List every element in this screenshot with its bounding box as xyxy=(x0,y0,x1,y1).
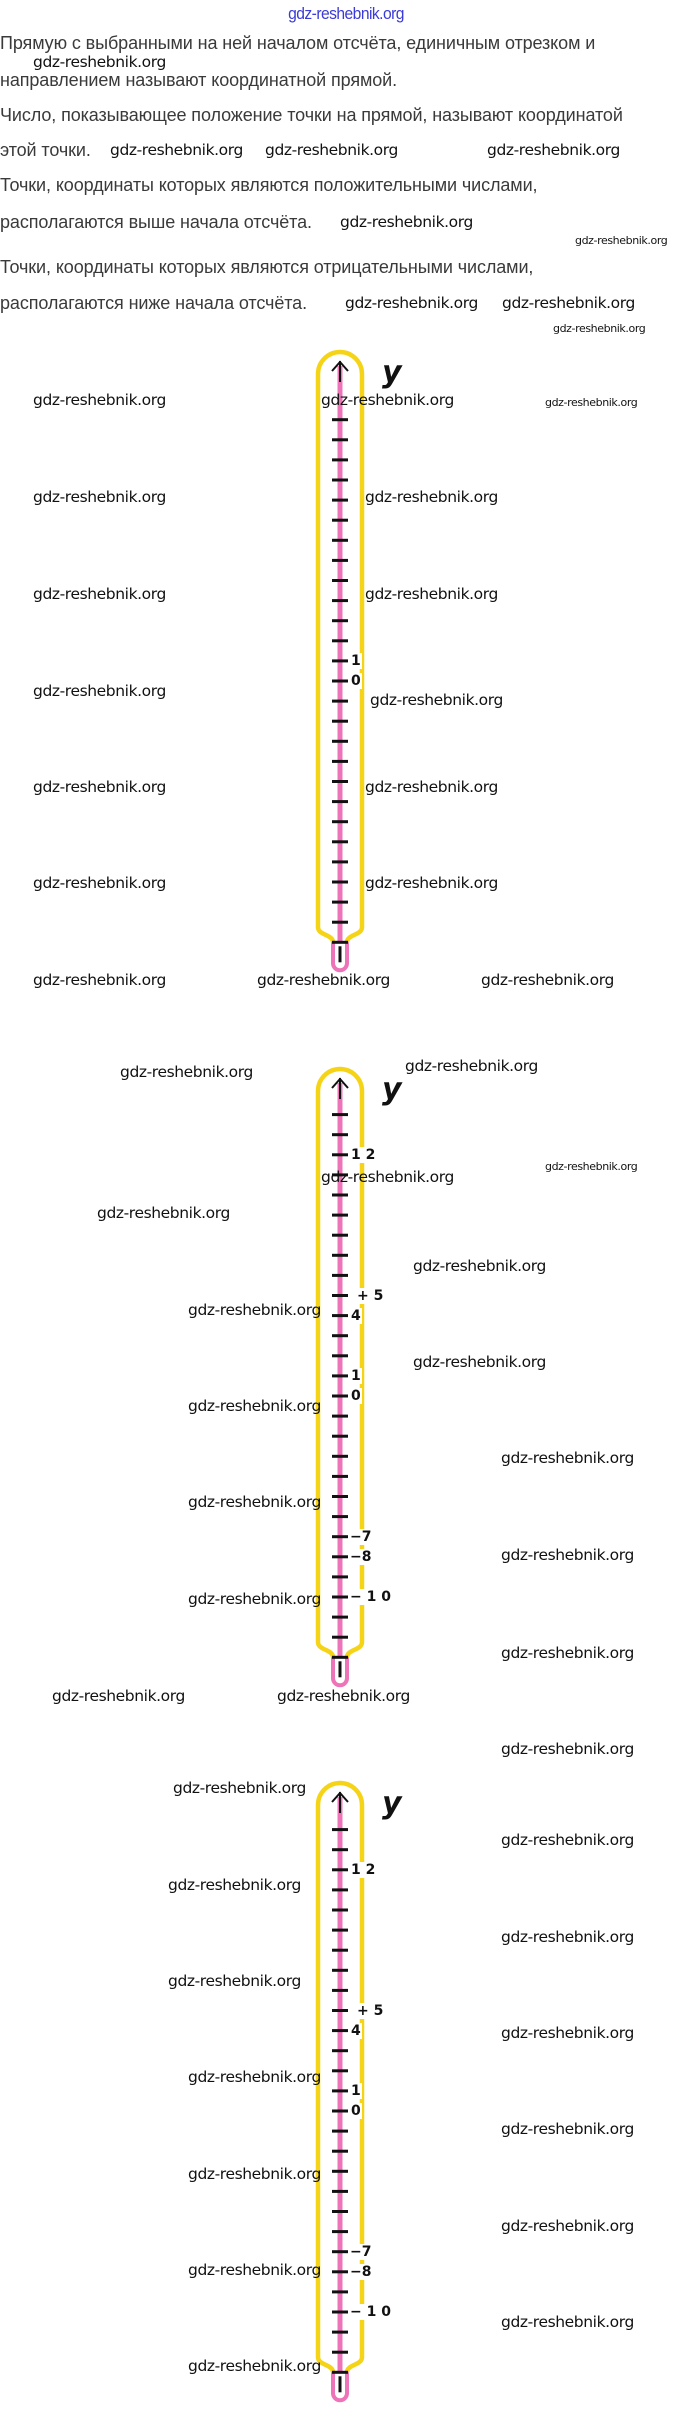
text-line: этой точки. xyxy=(0,140,91,160)
watermark-text: gdz-reshebnik.org xyxy=(487,141,620,159)
watermark-text: gdz-reshebnik.org xyxy=(120,1063,253,1081)
watermark-text: gdz-reshebnik.org xyxy=(365,585,498,603)
tick-label: 1 xyxy=(350,652,362,669)
tick-label: −7 xyxy=(349,1528,373,1545)
watermark-text: gdz-reshebnik.org xyxy=(33,874,166,892)
watermark-text: gdz-reshebnik.org xyxy=(501,1546,634,1564)
watermark-text: gdz-reshebnik.org xyxy=(188,1590,321,1608)
watermark-text: gdz-reshebnik.org xyxy=(168,1972,301,1990)
watermark-text: gdz-reshebnik.org xyxy=(501,1740,634,1758)
tick-label: 0 xyxy=(350,2103,362,2119)
watermark-text: gdz-reshebnik.org xyxy=(97,1204,230,1222)
watermark-text: gdz-reshebnik.org xyxy=(52,1687,185,1705)
watermark-text: gdz-reshebnik.org xyxy=(33,53,166,71)
watermark-text: gdz-reshebnik.org xyxy=(340,213,473,231)
watermark-text: gdz-reshebnik.org xyxy=(188,2165,321,2183)
tick-label: 1 2 xyxy=(350,1146,377,1163)
watermark-text: gdz-reshebnik.org xyxy=(265,141,398,159)
watermark-text: gdz-reshebnik.org xyxy=(188,2068,321,2086)
header-watermark: gdz-reshebnik.org xyxy=(288,4,404,23)
text-line: Прямую с выбранными на ней началом отсчё… xyxy=(0,33,596,53)
watermark-text: gdz-reshebnik.org xyxy=(405,1057,538,1075)
watermark-text: gdz-reshebnik.org xyxy=(168,1876,301,1894)
watermark-text: gdz-reshebnik.org xyxy=(501,2120,634,2138)
watermark-text: gdz-reshebnik.org xyxy=(321,391,454,409)
watermark-text: gdz-reshebnik.org xyxy=(33,682,166,700)
watermark-text: gdz-reshebnik.org xyxy=(545,1160,638,1173)
tick-label: 1 xyxy=(350,1367,362,1384)
tick-label: −8 xyxy=(349,2263,373,2280)
text-line: располагаются ниже начала отсчёта. xyxy=(0,293,307,313)
watermark-text: gdz-reshebnik.org xyxy=(502,294,635,312)
watermark-text: gdz-reshebnik.org xyxy=(33,585,166,603)
watermark-text: gdz-reshebnik.org xyxy=(33,488,166,506)
tick-label: 4 xyxy=(350,2022,362,2039)
tick-label: + 5 xyxy=(356,1287,385,1304)
watermark-text: gdz-reshebnik.org xyxy=(501,1928,634,1946)
watermark-text: gdz-reshebnik.org xyxy=(188,1301,321,1319)
arrow-up-icon xyxy=(331,1077,349,1089)
watermark-text: gdz-reshebnik.org xyxy=(365,778,498,796)
watermark-text: gdz-reshebnik.org xyxy=(188,2261,321,2279)
axis-label-y: y xyxy=(382,355,402,390)
text-line: Точки, координаты которых являются полож… xyxy=(0,175,538,195)
thermometer-1 xyxy=(315,349,365,973)
tick-label: 1 xyxy=(350,2082,362,2099)
watermark-text: gdz-reshebnik.org xyxy=(501,1644,634,1662)
watermark-text: gdz-reshebnik.org xyxy=(545,396,638,409)
watermark-text: gdz-reshebnik.org xyxy=(173,1779,306,1797)
watermark-text: gdz-reshebnik.org xyxy=(188,1493,321,1511)
watermark-text: gdz-reshebnik.org xyxy=(321,1168,454,1186)
tick-label: 0 xyxy=(350,673,362,689)
watermark-text: gdz-reshebnik.org xyxy=(553,322,646,335)
watermark-text: gdz-reshebnik.org xyxy=(501,2217,634,2235)
tick-label: − 1 0 xyxy=(349,2304,392,2320)
watermark-text: gdz-reshebnik.org xyxy=(188,2357,321,2375)
watermark-text: gdz-reshebnik.org xyxy=(33,391,166,409)
watermark-text: gdz-reshebnik.org xyxy=(365,874,498,892)
watermark-text: gdz-reshebnik.org xyxy=(575,234,668,247)
watermark-text: gdz-reshebnik.org xyxy=(365,488,498,506)
arrow-up-icon xyxy=(331,360,349,372)
watermark-text: gdz-reshebnik.org xyxy=(501,1449,634,1467)
tick-label: 1 2 xyxy=(350,1861,377,1878)
watermark-text: gdz-reshebnik.org xyxy=(413,1353,546,1371)
tick-label: −7 xyxy=(349,2243,373,2260)
text-line: Число, показывающее положение точки на п… xyxy=(0,105,623,125)
watermark-text: gdz-reshebnik.org xyxy=(345,294,478,312)
watermark-text: gdz-reshebnik.org xyxy=(188,1397,321,1415)
thermometer-3 xyxy=(315,1780,365,2403)
watermark-text: gdz-reshebnik.org xyxy=(110,141,243,159)
arrow-up-icon xyxy=(331,1791,349,1803)
text-line: располагаются выше начала отсчёта. xyxy=(0,212,312,232)
axis-label-y: y xyxy=(382,1072,402,1107)
watermark-text: gdz-reshebnik.org xyxy=(413,1257,546,1275)
watermark-text: gdz-reshebnik.org xyxy=(33,971,166,989)
tick-label: − 1 0 xyxy=(349,1589,392,1605)
tick-label: 0 xyxy=(350,1388,362,1404)
watermark-text: gdz-reshebnik.org xyxy=(33,778,166,796)
watermark-text: gdz-reshebnik.org xyxy=(277,1687,410,1705)
thermometer-2 xyxy=(315,1066,365,1688)
watermark-text: gdz-reshebnik.org xyxy=(257,971,390,989)
tick-label: 4 xyxy=(350,1307,362,1324)
text-line: направлением называют координатной прямо… xyxy=(0,70,398,90)
tick-label: + 5 xyxy=(356,2002,385,2019)
watermark-text: gdz-reshebnik.org xyxy=(481,971,614,989)
watermark-text: gdz-reshebnik.org xyxy=(370,691,503,709)
watermark-text: gdz-reshebnik.org xyxy=(501,2313,634,2331)
axis-label-y: y xyxy=(382,1786,402,1821)
text-line: Точки, координаты которых являются отриц… xyxy=(0,257,534,277)
watermark-text: gdz-reshebnik.org xyxy=(501,1831,634,1849)
tick-label: −8 xyxy=(349,1548,373,1565)
watermark-text: gdz-reshebnik.org xyxy=(501,2024,634,2042)
